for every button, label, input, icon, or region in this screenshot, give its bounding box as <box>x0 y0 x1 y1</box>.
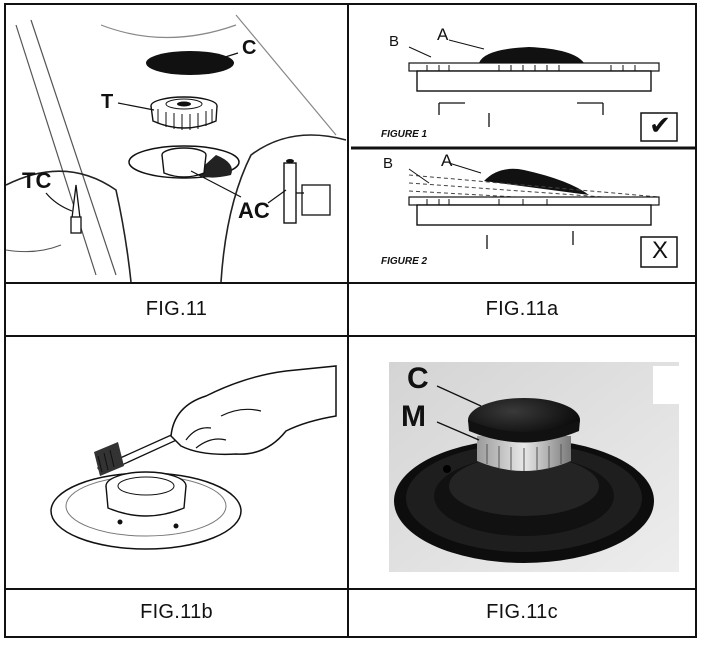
caption-fig11c: FIG.11c <box>486 601 558 623</box>
cross-mark-icon: X <box>651 237 668 264</box>
grid-vertical-divider <box>347 5 349 636</box>
grid-divider-2 <box>6 335 695 337</box>
panel-fig11a-illustration: B A FIGURE 1 ✔ B A FIGURE 2 X <box>349 5 695 282</box>
photo-label-m: M <box>401 400 426 433</box>
photo-label-c: C <box>407 362 429 395</box>
figure1-label-b: B <box>389 33 400 50</box>
brush-cleaning-drawing <box>50 365 337 550</box>
figure2-label-b: B <box>383 155 394 172</box>
check-mark-icon: ✔ <box>649 111 671 141</box>
label-tc: TC <box>22 168 52 193</box>
figure2-title: FIGURE 2 <box>381 256 428 267</box>
caption-fig11a: FIG.11a <box>485 298 559 320</box>
burner-photo <box>389 362 695 572</box>
cap-alignment-drawing <box>351 39 695 268</box>
grid-divider-1 <box>6 282 695 284</box>
panel-fig11b-illustration <box>6 336 347 588</box>
label-c: C <box>242 37 257 59</box>
figure1-title: FIGURE 1 <box>381 129 428 140</box>
caption-fig11b: FIG.11b <box>140 601 213 623</box>
figure-sheet: C T TC AC <box>4 3 697 638</box>
panel-fig11c-photo: C M <box>349 336 695 588</box>
burner-exploded-drawing <box>6 14 347 282</box>
panel-fig11-illustration: C T TC AC <box>6 5 347 282</box>
grid-divider-3 <box>6 588 695 590</box>
figure1-label-a: A <box>437 25 449 44</box>
caption-fig11: FIG.11 <box>145 298 208 320</box>
label-t: T <box>101 91 114 113</box>
label-ac: AC <box>238 198 270 223</box>
figure2-label-a: A <box>441 151 453 170</box>
